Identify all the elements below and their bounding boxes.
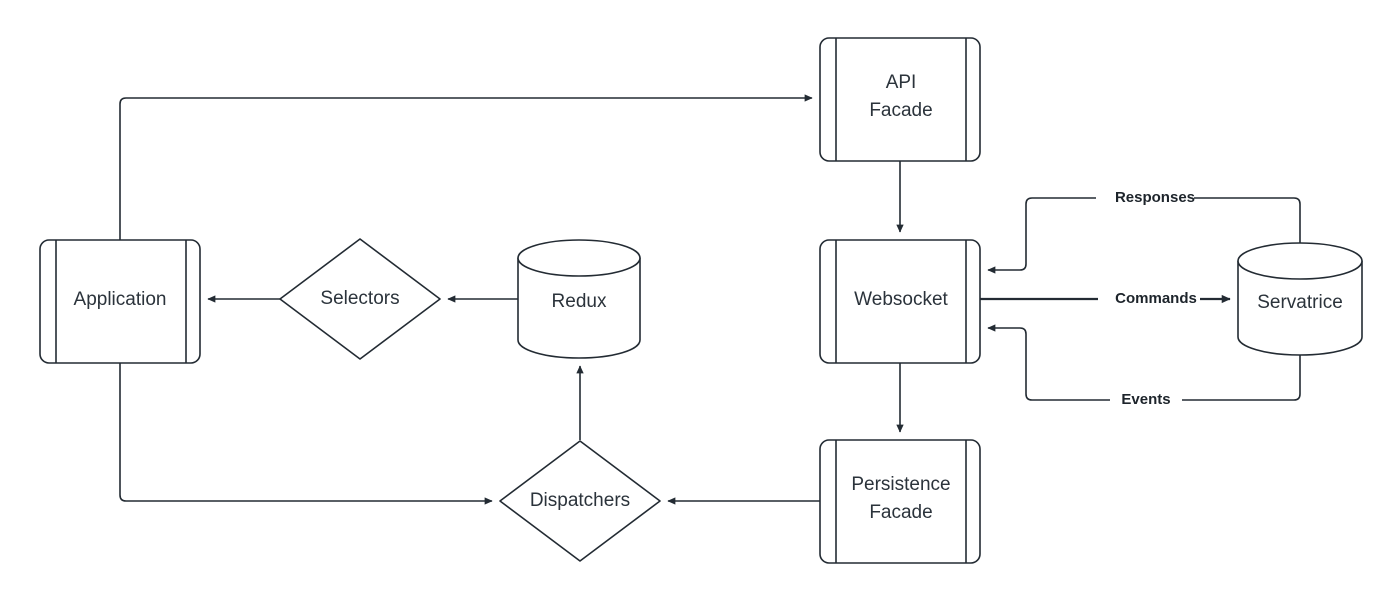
- node-persistence-facade[interactable]: Persistence Facade: [819, 439, 981, 564]
- node-label-persistence-facade-line1: Persistence: [851, 474, 950, 495]
- node-label-dispatchers: Dispatchers: [530, 490, 630, 511]
- node-label-websocket: Websocket: [854, 289, 948, 310]
- node-api-facade[interactable]: API Facade: [819, 37, 981, 162]
- commands-label-bg: [1098, 288, 1200, 310]
- node-dispatchers[interactable]: Dispatchers: [499, 440, 661, 562]
- node-label-api-facade-line1: API: [886, 72, 917, 93]
- node-redux[interactable]: Redux: [517, 239, 641, 359]
- node-selectors[interactable]: Selectors: [279, 238, 441, 360]
- node-label-api-facade-line2: Facade: [869, 100, 932, 121]
- edge-application-to-api-facade: [119, 94, 813, 240]
- edge-label-events: Events: [1121, 391, 1170, 408]
- node-application[interactable]: Application: [39, 239, 201, 364]
- edge-label-responses: Responses: [1115, 189, 1195, 206]
- node-label-persistence-facade-line2: Facade: [869, 502, 932, 523]
- edge-servatrice-to-websocket-responses: Responses: [987, 186, 1301, 274]
- node-servatrice[interactable]: Servatrice: [1237, 242, 1363, 356]
- events-label-bg: [1110, 389, 1182, 411]
- node-label-application: Application: [74, 289, 167, 310]
- node-label-redux: Redux: [552, 291, 607, 312]
- node-label-selectors: Selectors: [320, 288, 399, 309]
- edge-servatrice-to-websocket-events: Events: [987, 324, 1301, 411]
- edge-application-to-dispatchers: [119, 363, 493, 505]
- edge-websocket-to-servatrice-commands: Commands: [980, 288, 1231, 310]
- edge-label-commands: Commands: [1115, 290, 1197, 307]
- node-label-servatrice: Servatrice: [1257, 292, 1343, 313]
- node-websocket[interactable]: Websocket: [819, 239, 981, 364]
- responses-label-bg: [1096, 186, 1194, 208]
